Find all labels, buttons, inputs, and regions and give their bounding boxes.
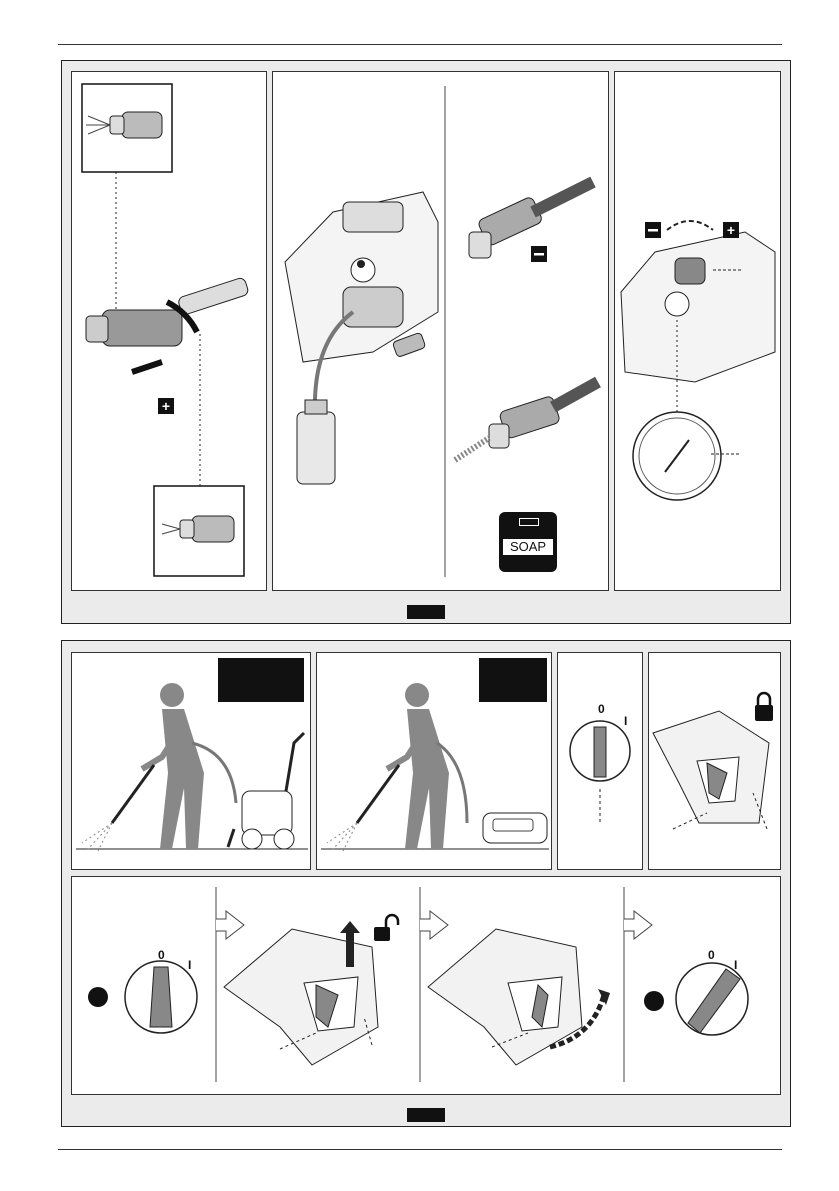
- trigger-lock-illustration: [649, 653, 781, 870]
- knob-off-label: 0: [708, 948, 715, 962]
- pump-unit-icon: [285, 192, 438, 362]
- operator-illustration-b: [317, 653, 552, 870]
- figure-group-bottom: 0 I: [61, 640, 791, 1127]
- step-marker-icon: [88, 987, 108, 1007]
- spray-gun-icon: [224, 929, 378, 1065]
- figure-tab-bottom: [407, 1108, 445, 1122]
- figure-group-top: +: [61, 60, 791, 624]
- operator-illustration-a: [72, 653, 311, 870]
- bottom-rule: [58, 1149, 782, 1150]
- soap-label: SOAP: [503, 539, 553, 555]
- next-step-arrow-icon: [216, 911, 244, 939]
- panel-operator-unit-a: [71, 652, 311, 870]
- nozzle-adjust-illustration: +: [72, 72, 267, 591]
- panel-pressure-regulator: +: [614, 71, 781, 591]
- padlock-closed-icon: [755, 693, 773, 721]
- figure-tab-top: [407, 605, 445, 619]
- soap-icon: SOAP: [499, 512, 557, 572]
- knob-on-label: I: [624, 714, 627, 728]
- svg-text:+: +: [727, 222, 735, 238]
- next-step-arrow-icon: [420, 911, 448, 939]
- panel-nozzle-adjust: +: [71, 71, 267, 591]
- detergent-illustration: [273, 72, 609, 591]
- next-step-arrow-icon: [624, 911, 652, 939]
- knob-on-label: I: [734, 958, 737, 972]
- switch-knob-illustration: 0 I: [558, 653, 643, 870]
- svg-text:+: +: [162, 398, 170, 414]
- pump-unit-icon: [621, 232, 775, 382]
- spray-gun-icon: [428, 929, 582, 1065]
- padlock-open-icon: [374, 915, 398, 941]
- pressure-washer-icon: [483, 813, 547, 843]
- knob-off-label: 0: [598, 702, 605, 716]
- top-rule: [58, 44, 782, 45]
- knob-off-label: 0: [158, 948, 165, 962]
- start-sequence-illustration: 0 I: [72, 877, 781, 1095]
- panel-trigger-locked: [648, 652, 781, 870]
- panel-detergent: SOAP: [272, 71, 609, 591]
- knob-on-label: I: [188, 958, 191, 972]
- spray-gun-icon: [653, 711, 769, 823]
- panel-switch-off: 0 I: [557, 652, 643, 870]
- detergent-bottle-icon: [297, 400, 335, 484]
- step-marker-icon: [644, 991, 664, 1011]
- lance-nozzle-icon: [86, 277, 249, 372]
- panel-operator-unit-b: [316, 652, 552, 870]
- panel-start-sequence: 0 I: [71, 876, 781, 1095]
- pressure-regulator-illustration: +: [615, 72, 781, 591]
- pressure-washer-icon: [228, 733, 304, 849]
- lance-foam-icon: [455, 382, 598, 460]
